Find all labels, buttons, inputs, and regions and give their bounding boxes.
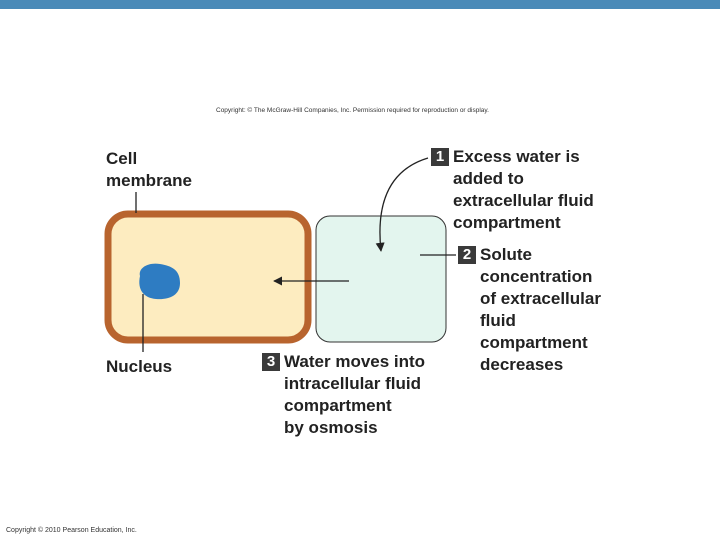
step-3-badge: 3 xyxy=(262,353,280,371)
step-2-badge: 2 xyxy=(458,246,476,264)
step-3-text: Water moves into intracellular fluid com… xyxy=(284,352,426,437)
cell-shape xyxy=(104,210,312,344)
step-2-text: Solute concentration of extracellular fl… xyxy=(480,245,601,374)
copyright-bottom: Copyright © 2010 Pearson Education, Inc. xyxy=(6,527,137,534)
nucleus-shape xyxy=(139,263,180,300)
nucleus-label: Nucleus xyxy=(106,357,173,376)
step-1-text: Excess water is added to extracellular f… xyxy=(453,147,594,232)
copyright-top: Copyright: © The McGraw-Hill Companies, … xyxy=(216,107,489,114)
water-added-arrow xyxy=(375,157,429,252)
cell-membrane-label: Cell membrane xyxy=(106,149,192,190)
top-bar xyxy=(0,0,720,9)
extracellular-compartment xyxy=(315,215,447,343)
step-1-badge: 1 xyxy=(431,148,449,166)
